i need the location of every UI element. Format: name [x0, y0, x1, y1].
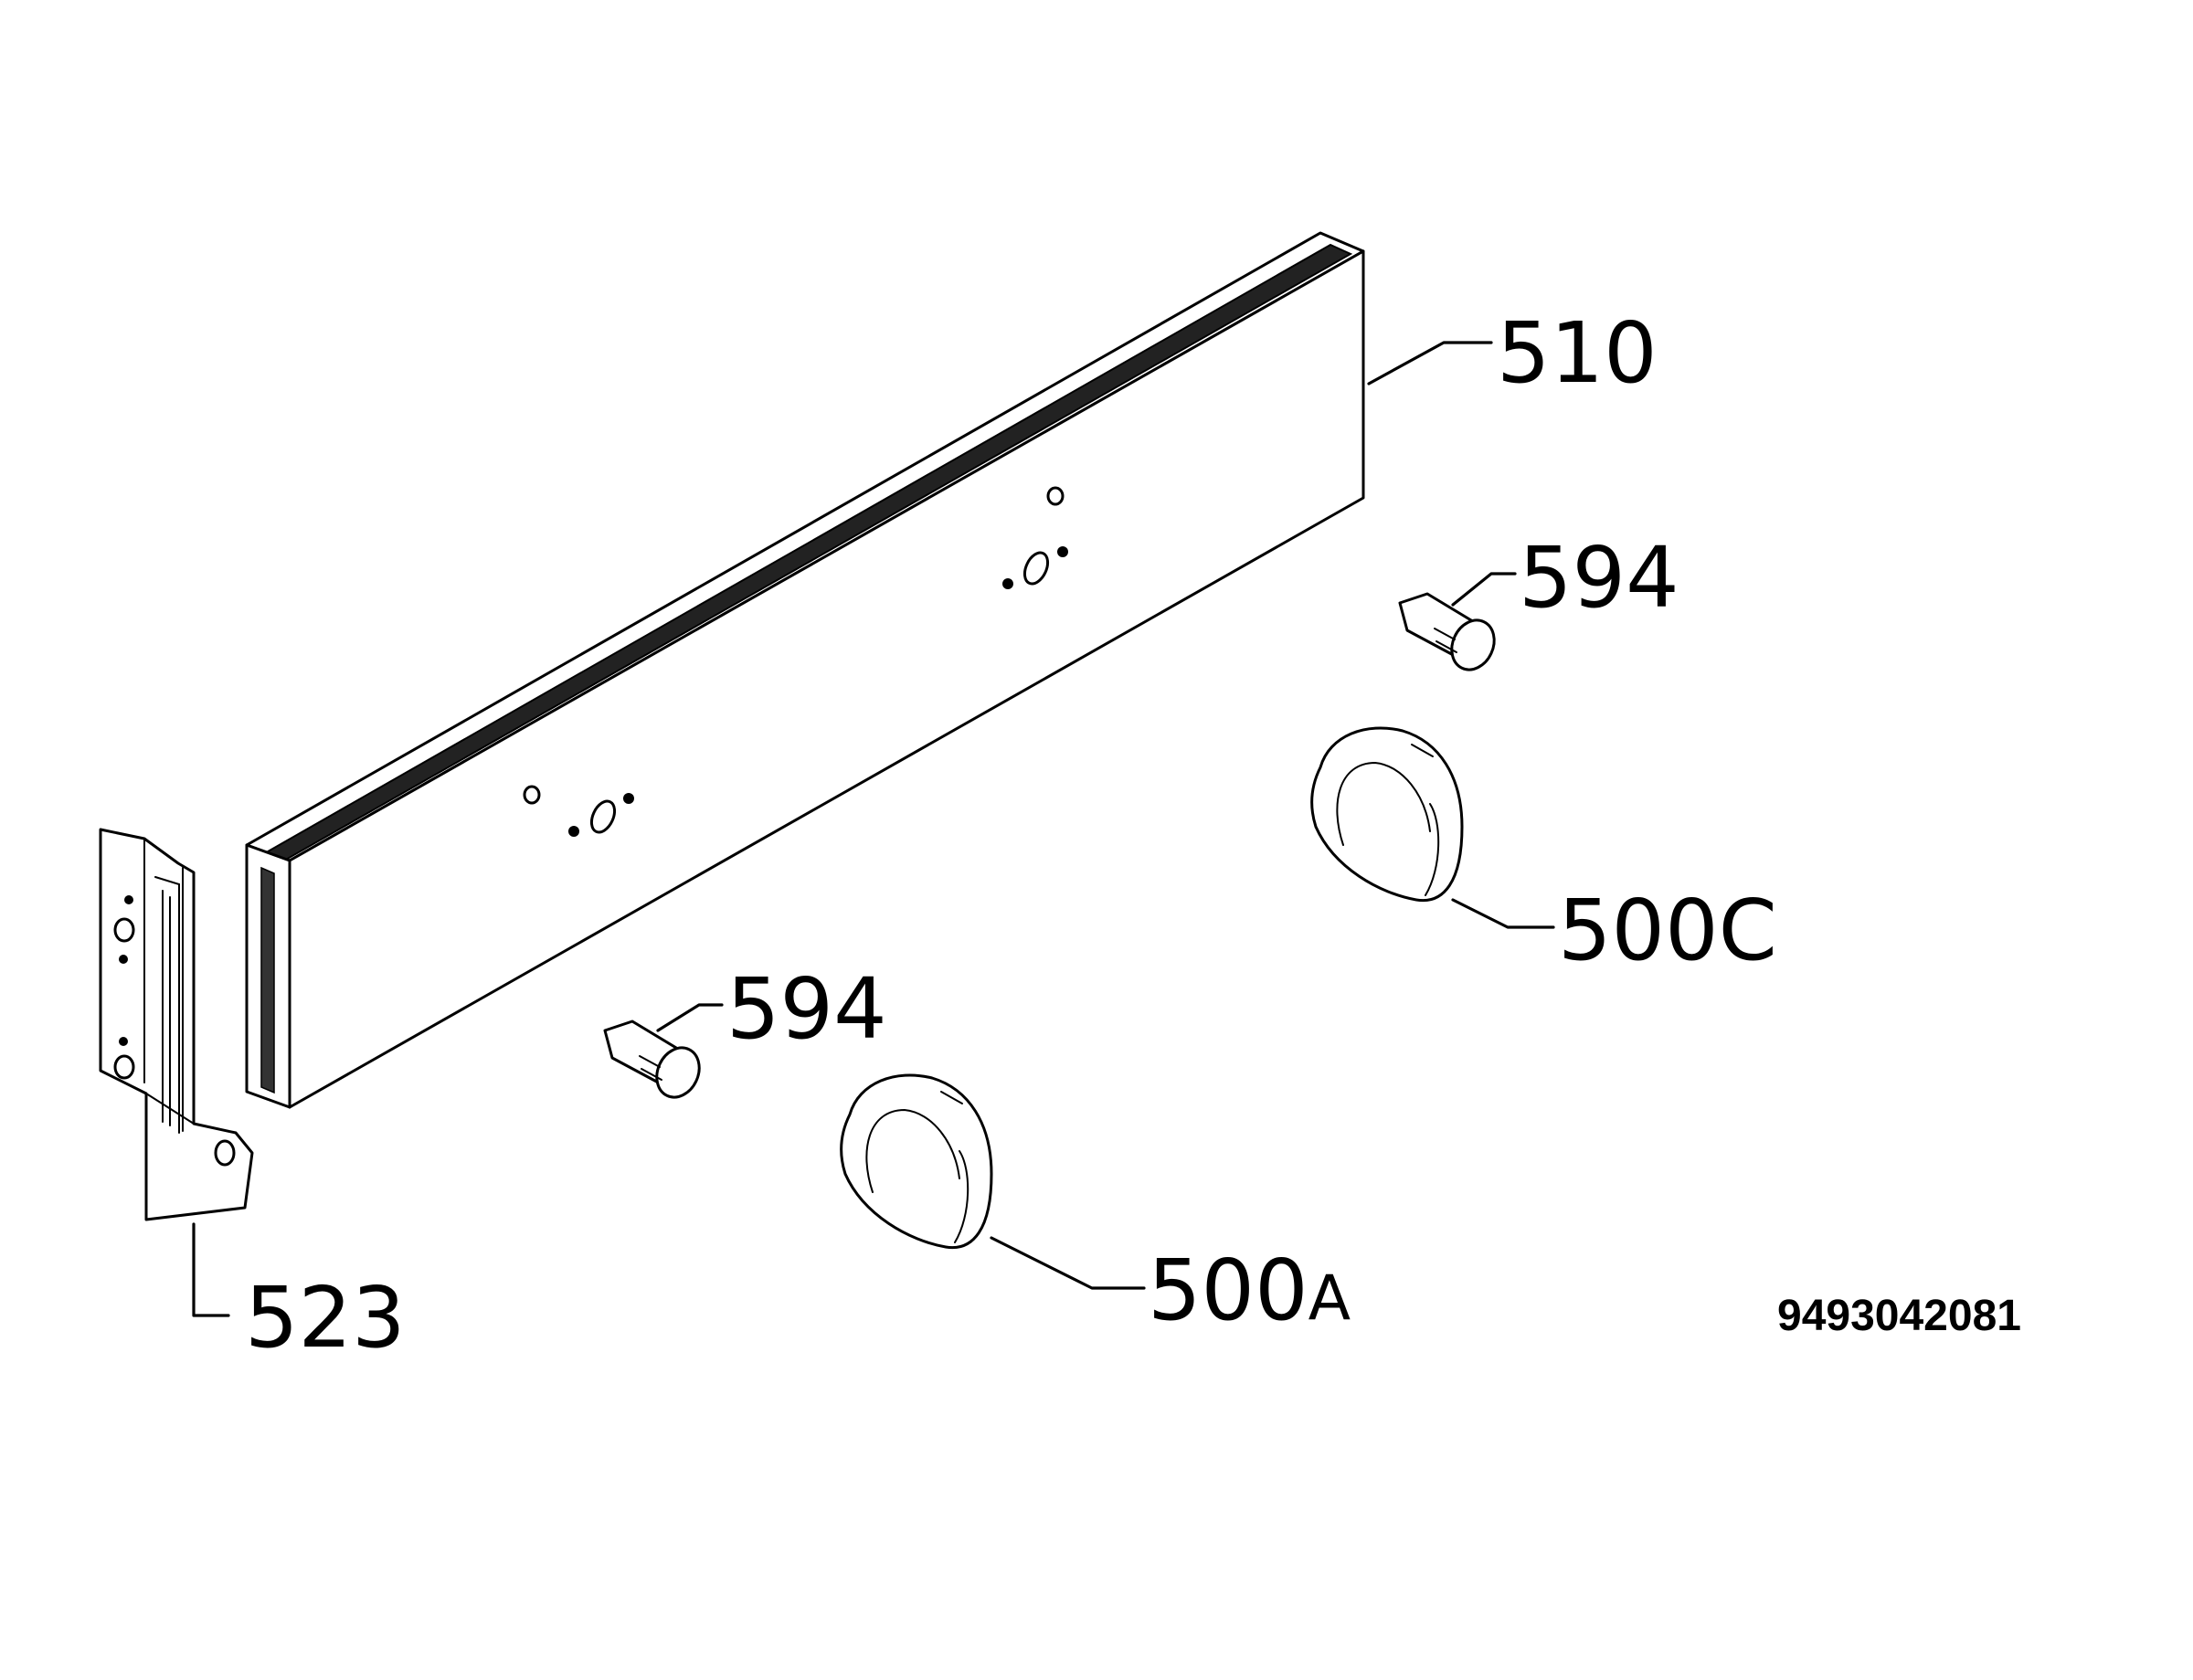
label-510: 510 [1497, 304, 1658, 402]
leader-510 [1367, 341, 1493, 386]
leader-594-lower [656, 1003, 724, 1032]
label-594-upper: 594 [1519, 529, 1679, 627]
label-500c: 500C [1558, 882, 1777, 979]
side-bracket-523 [99, 828, 254, 1221]
leader-500c [1451, 898, 1555, 929]
control-panel-510 [245, 231, 1365, 1109]
label-523: 523 [245, 1269, 406, 1367]
leader-594-upper [1451, 572, 1517, 607]
leader-500a [990, 1236, 1146, 1290]
spindle-upper-594 [1398, 592, 1496, 671]
document-number: 9493042081 [1777, 1292, 2021, 1340]
knob-500c [1310, 726, 1464, 903]
label-500a: 500A [1148, 1242, 1351, 1339]
spindle-lower-594 [603, 1020, 701, 1099]
knob-500a [840, 1073, 993, 1250]
leader-523 [192, 1222, 230, 1317]
label-594-lower: 594 [726, 960, 887, 1058]
